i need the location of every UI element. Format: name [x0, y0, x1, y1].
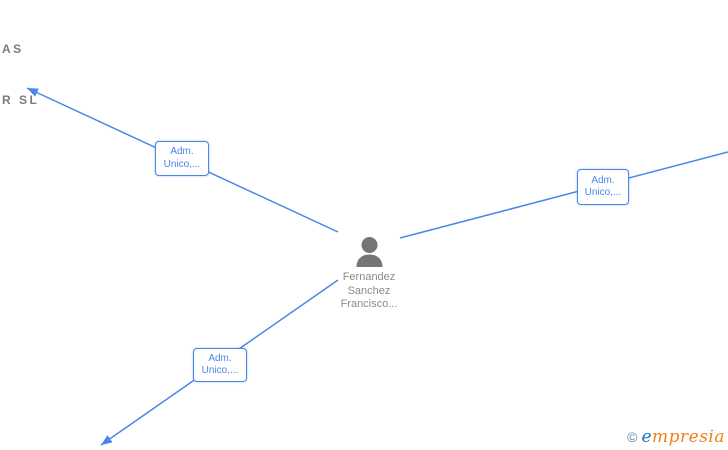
edge-label-line1: Adm.: [591, 174, 615, 186]
copyright-icon: ©: [627, 429, 638, 445]
truncated-company-line2: R SL: [2, 93, 40, 107]
edge-label-line2: Unico,...: [201, 365, 239, 376]
person-icon[interactable]: [355, 237, 384, 267]
truncated-company-node-label[interactable]: AS R SL: [2, 7, 39, 143]
edge-label-adm-unico-top-right[interactable]: Adm. Unico,...: [577, 169, 629, 205]
edge-label-adm-unico-bottom-left[interactable]: Adm. Unico,...: [193, 348, 247, 382]
center-node-name-line2: Sanchez: [347, 284, 391, 297]
truncated-company-line1: AS: [2, 42, 24, 56]
edge-label-line2: Unico,...: [163, 158, 201, 170]
edge-label-line1: Adm.: [208, 352, 232, 364]
edge-top-right: [399, 151, 728, 239]
empresia-logo[interactable]: © empresia: [627, 427, 725, 447]
center-node-name[interactable]: Fernandez Sanchez Francisco...: [304, 271, 434, 312]
center-node-name-line1: Fernandez: [342, 271, 396, 283]
edge-label-line1: Adm.: [170, 146, 194, 157]
edge-label-line2: Unico,...: [584, 187, 622, 198]
brand-first-letter: e: [641, 427, 652, 447]
center-node-name-line3: Francisco...: [340, 298, 398, 310]
brand-wordmark: empresia: [641, 427, 725, 447]
edge-label-adm-unico-top-left[interactable]: Adm. Unico,...: [155, 141, 209, 176]
brand-rest: mpresia: [652, 427, 725, 447]
